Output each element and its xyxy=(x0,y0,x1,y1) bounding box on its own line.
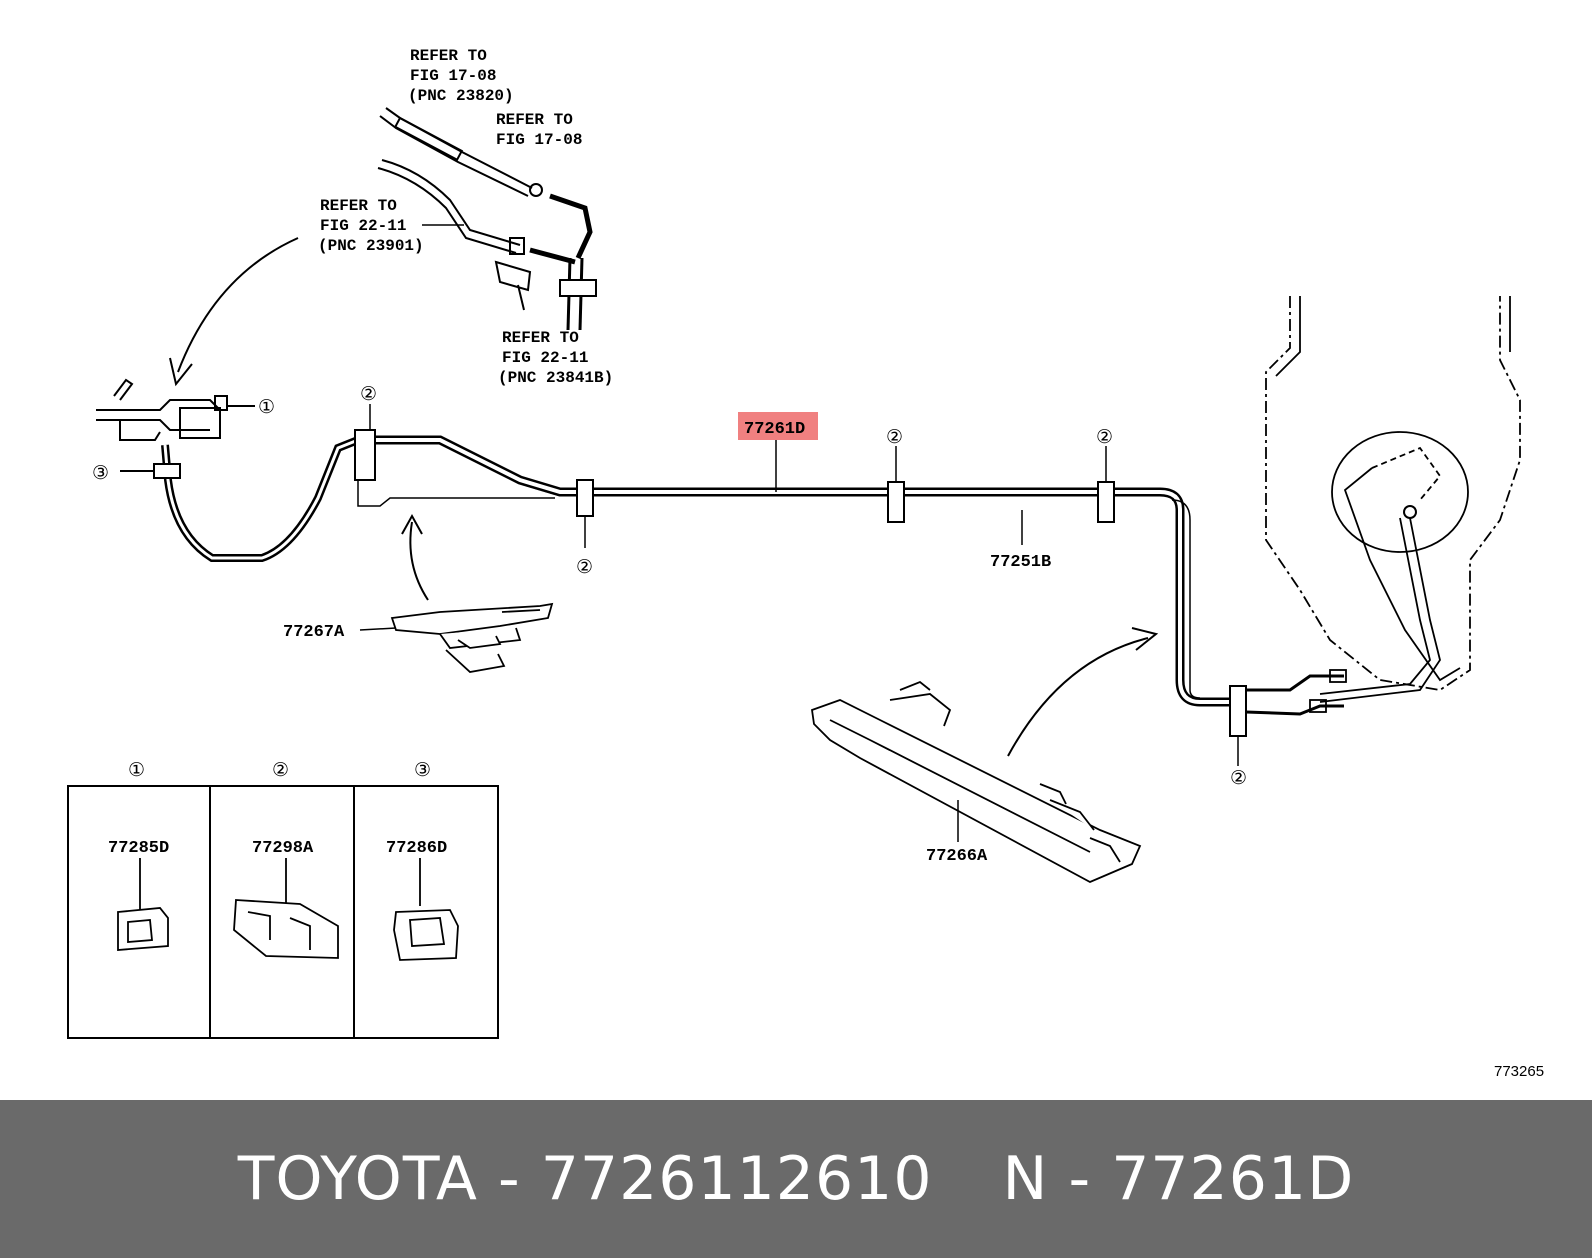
svg-text:REFER TO: REFER TO xyxy=(502,329,579,347)
svg-text:(PNC 23901): (PNC 23901) xyxy=(318,237,424,255)
footer-n-code: 77261D xyxy=(1111,1144,1355,1214)
svg-text:FIG 17-08: FIG 17-08 xyxy=(496,131,582,149)
legend-callout-2: ② xyxy=(272,759,289,781)
footer-separator: - xyxy=(498,1144,521,1214)
footer-brand: TOYOTA xyxy=(237,1144,478,1214)
svg-text:REFER TO: REFER TO xyxy=(496,111,573,129)
svg-text:(PNC 23820): (PNC 23820) xyxy=(408,87,514,105)
svg-text:(PNC 23841B): (PNC 23841B) xyxy=(498,369,613,387)
arrow-to-front-protector xyxy=(401,513,429,601)
illustration-number: 773265 xyxy=(1494,1063,1544,1080)
callout-1-front: ① xyxy=(258,396,275,418)
clamp-77285d-drawing xyxy=(117,858,169,951)
footer-n-prefix: N xyxy=(1002,1144,1049,1214)
legend-part-3: 77286D xyxy=(386,839,447,858)
clamp-callouts xyxy=(369,404,1239,766)
fuel-tank xyxy=(1265,296,1521,703)
footer-n-separator: - xyxy=(1068,1144,1092,1214)
svg-text:77266A: 77266A xyxy=(926,847,988,866)
clamp-77286d-drawing xyxy=(393,858,459,961)
footer-part-number: 7726112610 xyxy=(540,1144,933,1214)
svg-text:REFER TO: REFER TO xyxy=(410,47,487,65)
legend-part-1: 77285D xyxy=(108,839,169,858)
main-tube-run xyxy=(358,435,1230,707)
part-label-77251b: 77251B xyxy=(990,510,1051,572)
clamp-legend: ① ② ③ 77285D 77298A 77286D xyxy=(67,759,499,1039)
parts-diagram: REFER TO FIG 17-08 (PNC 23820) REFER TO … xyxy=(67,47,1544,1080)
svg-text:77251B: 77251B xyxy=(990,553,1051,572)
callout-3-front: ③ xyxy=(92,462,109,484)
protector-77266a xyxy=(811,680,1142,883)
upstream-hoses xyxy=(377,107,597,331)
rear-tank-lines xyxy=(1245,669,1347,716)
svg-text:77267A: 77267A xyxy=(283,623,345,642)
svg-text:FIG 22-11: FIG 22-11 xyxy=(320,217,406,235)
protector-77267a xyxy=(390,602,554,673)
callout-2-e: ② xyxy=(1230,767,1247,789)
ref-note-pnc-23841b: REFER TO FIG 22-11 (PNC 23841B) xyxy=(498,329,613,387)
svg-text:FIG 17-08: FIG 17-08 xyxy=(410,67,496,85)
svg-text:REFER TO: REFER TO xyxy=(320,197,397,215)
arrow-to-rear-protector xyxy=(1007,627,1159,757)
legend-callout-1: ① xyxy=(128,759,145,781)
callout-2-a: ② xyxy=(360,383,377,405)
callout-2-d: ② xyxy=(1096,426,1113,448)
clamp-77298a-drawing xyxy=(233,858,339,959)
svg-text:FIG 22-11: FIG 22-11 xyxy=(502,349,588,367)
highlighted-part-77261d: 77261D xyxy=(738,412,818,492)
front-connector-assembly xyxy=(96,378,360,562)
ref-note-pnc-23820: REFER TO FIG 17-08 (PNC 23820) xyxy=(408,47,514,105)
callout-2-c: ② xyxy=(886,426,903,448)
part-label-77267a: 77267A xyxy=(283,623,397,642)
ref-note-pnc-23901: REFER TO FIG 22-11 (PNC 23901) xyxy=(318,197,464,255)
protector-outline-front xyxy=(354,429,555,507)
part-number-banner: TOYOTA - 7726112610 N - 77261D xyxy=(0,1100,1592,1258)
svg-text:77261D: 77261D xyxy=(744,420,805,439)
part-label-77266a: 77266A xyxy=(926,800,988,866)
callout-2-b: ② xyxy=(576,556,593,578)
arrow-to-front-connector xyxy=(169,237,299,387)
legend-callout-3: ③ xyxy=(414,759,431,781)
legend-part-2: 77298A xyxy=(252,839,314,858)
ref-note-fig-17-08: REFER TO FIG 17-08 xyxy=(496,111,582,149)
